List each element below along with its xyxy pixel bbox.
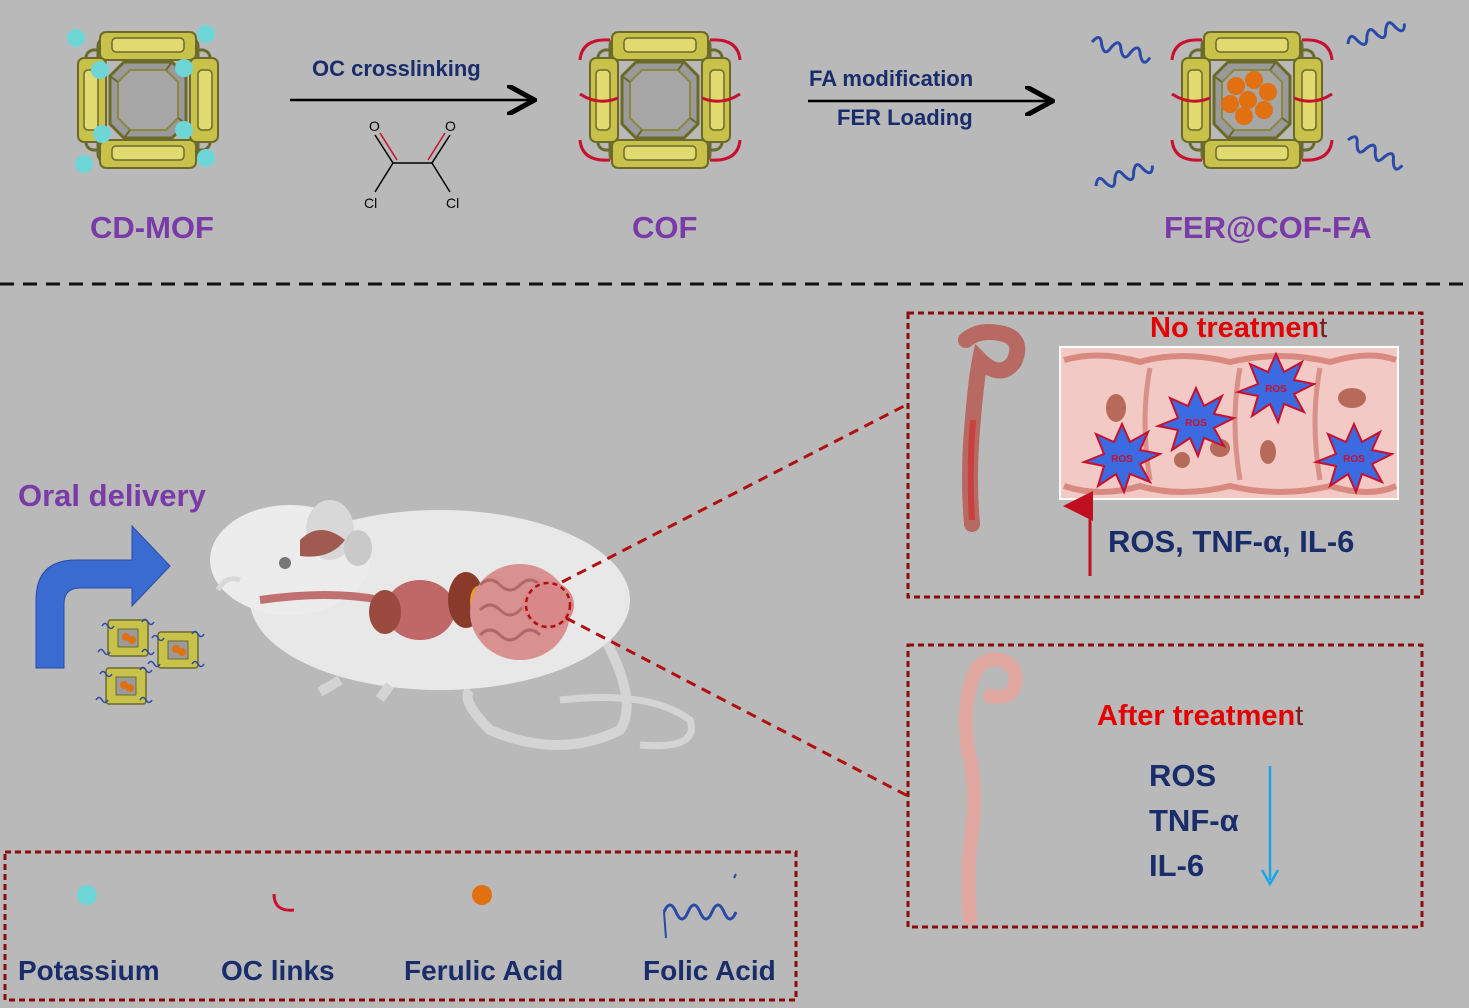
oc-link-legend-icon bbox=[272, 893, 295, 912]
oxalyl-chloride-molecule: O O Cl Cl bbox=[364, 118, 459, 211]
cof-structure bbox=[578, 30, 742, 170]
legend-folic-acid: Folic Acid bbox=[643, 955, 776, 986]
step1-label: OC crosslinking bbox=[312, 56, 481, 81]
potassium-dot bbox=[91, 61, 109, 79]
after-marker-il6: IL-6 bbox=[1149, 848, 1205, 883]
healthy-colon-icon bbox=[958, 652, 1023, 925]
svg-text:O: O bbox=[445, 118, 456, 134]
legend-panel bbox=[3, 850, 798, 1002]
oral-delivery-arrow-icon bbox=[35, 524, 171, 669]
ros-badge-4: ROS bbox=[1343, 454, 1365, 465]
potassium-dot bbox=[197, 25, 215, 43]
after-treatment-title: After treatment bbox=[1097, 700, 1304, 732]
oral-delivery-label: Oral delivery bbox=[18, 478, 206, 513]
zoom-line-top bbox=[561, 402, 909, 584]
potassium-dot bbox=[197, 149, 215, 167]
legend-oc-links: OC links bbox=[221, 955, 335, 986]
potassium-dot bbox=[75, 155, 93, 173]
zoom-line-bottom bbox=[565, 616, 909, 798]
fer-cof-fa-label: FER@COF-FA bbox=[1164, 210, 1372, 245]
inflamed-tissue-image bbox=[1059, 346, 1399, 500]
no-treatment-panel bbox=[906, 311, 1424, 599]
potassium-dot bbox=[175, 121, 193, 139]
ros-badge-3: ROS bbox=[1265, 384, 1287, 395]
potassium-legend-icon bbox=[77, 885, 97, 905]
svg-text:O: O bbox=[369, 118, 380, 134]
after-marker-ros: ROS bbox=[1149, 758, 1217, 793]
ferulic-acid-cluster bbox=[1221, 71, 1277, 125]
potassium-dot bbox=[175, 59, 193, 77]
step2-label-line2: FER Loading bbox=[837, 105, 973, 130]
potassium-dot bbox=[67, 29, 85, 47]
cd-mof-label: CD-MOF bbox=[90, 210, 214, 245]
zoom-circle bbox=[524, 581, 572, 629]
legend-ferulic-acid: Ferulic Acid bbox=[404, 955, 564, 986]
ros-badge-1: ROS bbox=[1111, 454, 1133, 465]
potassium-dot bbox=[93, 125, 111, 143]
cd-mof-structure bbox=[67, 25, 220, 173]
legend-potassium: Potassium bbox=[18, 955, 160, 986]
fer-cof-fa-structure bbox=[1088, 16, 1408, 194]
nanoparticle-cluster bbox=[95, 618, 205, 705]
svg-text:Cl: Cl bbox=[446, 195, 459, 211]
folic-acid-legend-icon bbox=[662, 903, 738, 921]
step2-label-line1: FA modification bbox=[809, 66, 974, 91]
after-marker-tnf: TNF-α bbox=[1149, 803, 1239, 838]
svg-text:Cl: Cl bbox=[364, 195, 377, 211]
after-treatment-panel bbox=[906, 643, 1424, 929]
cof-label: COF bbox=[632, 210, 698, 245]
mouse-illustration bbox=[210, 500, 695, 750]
no-treatment-markers: ROS, TNF-α, IL-6 bbox=[1108, 524, 1355, 559]
no-treatment-title: No treatment bbox=[1150, 312, 1328, 344]
ferulic-acid-legend-icon bbox=[472, 885, 492, 905]
ros-badge-2: ROS bbox=[1185, 418, 1207, 429]
